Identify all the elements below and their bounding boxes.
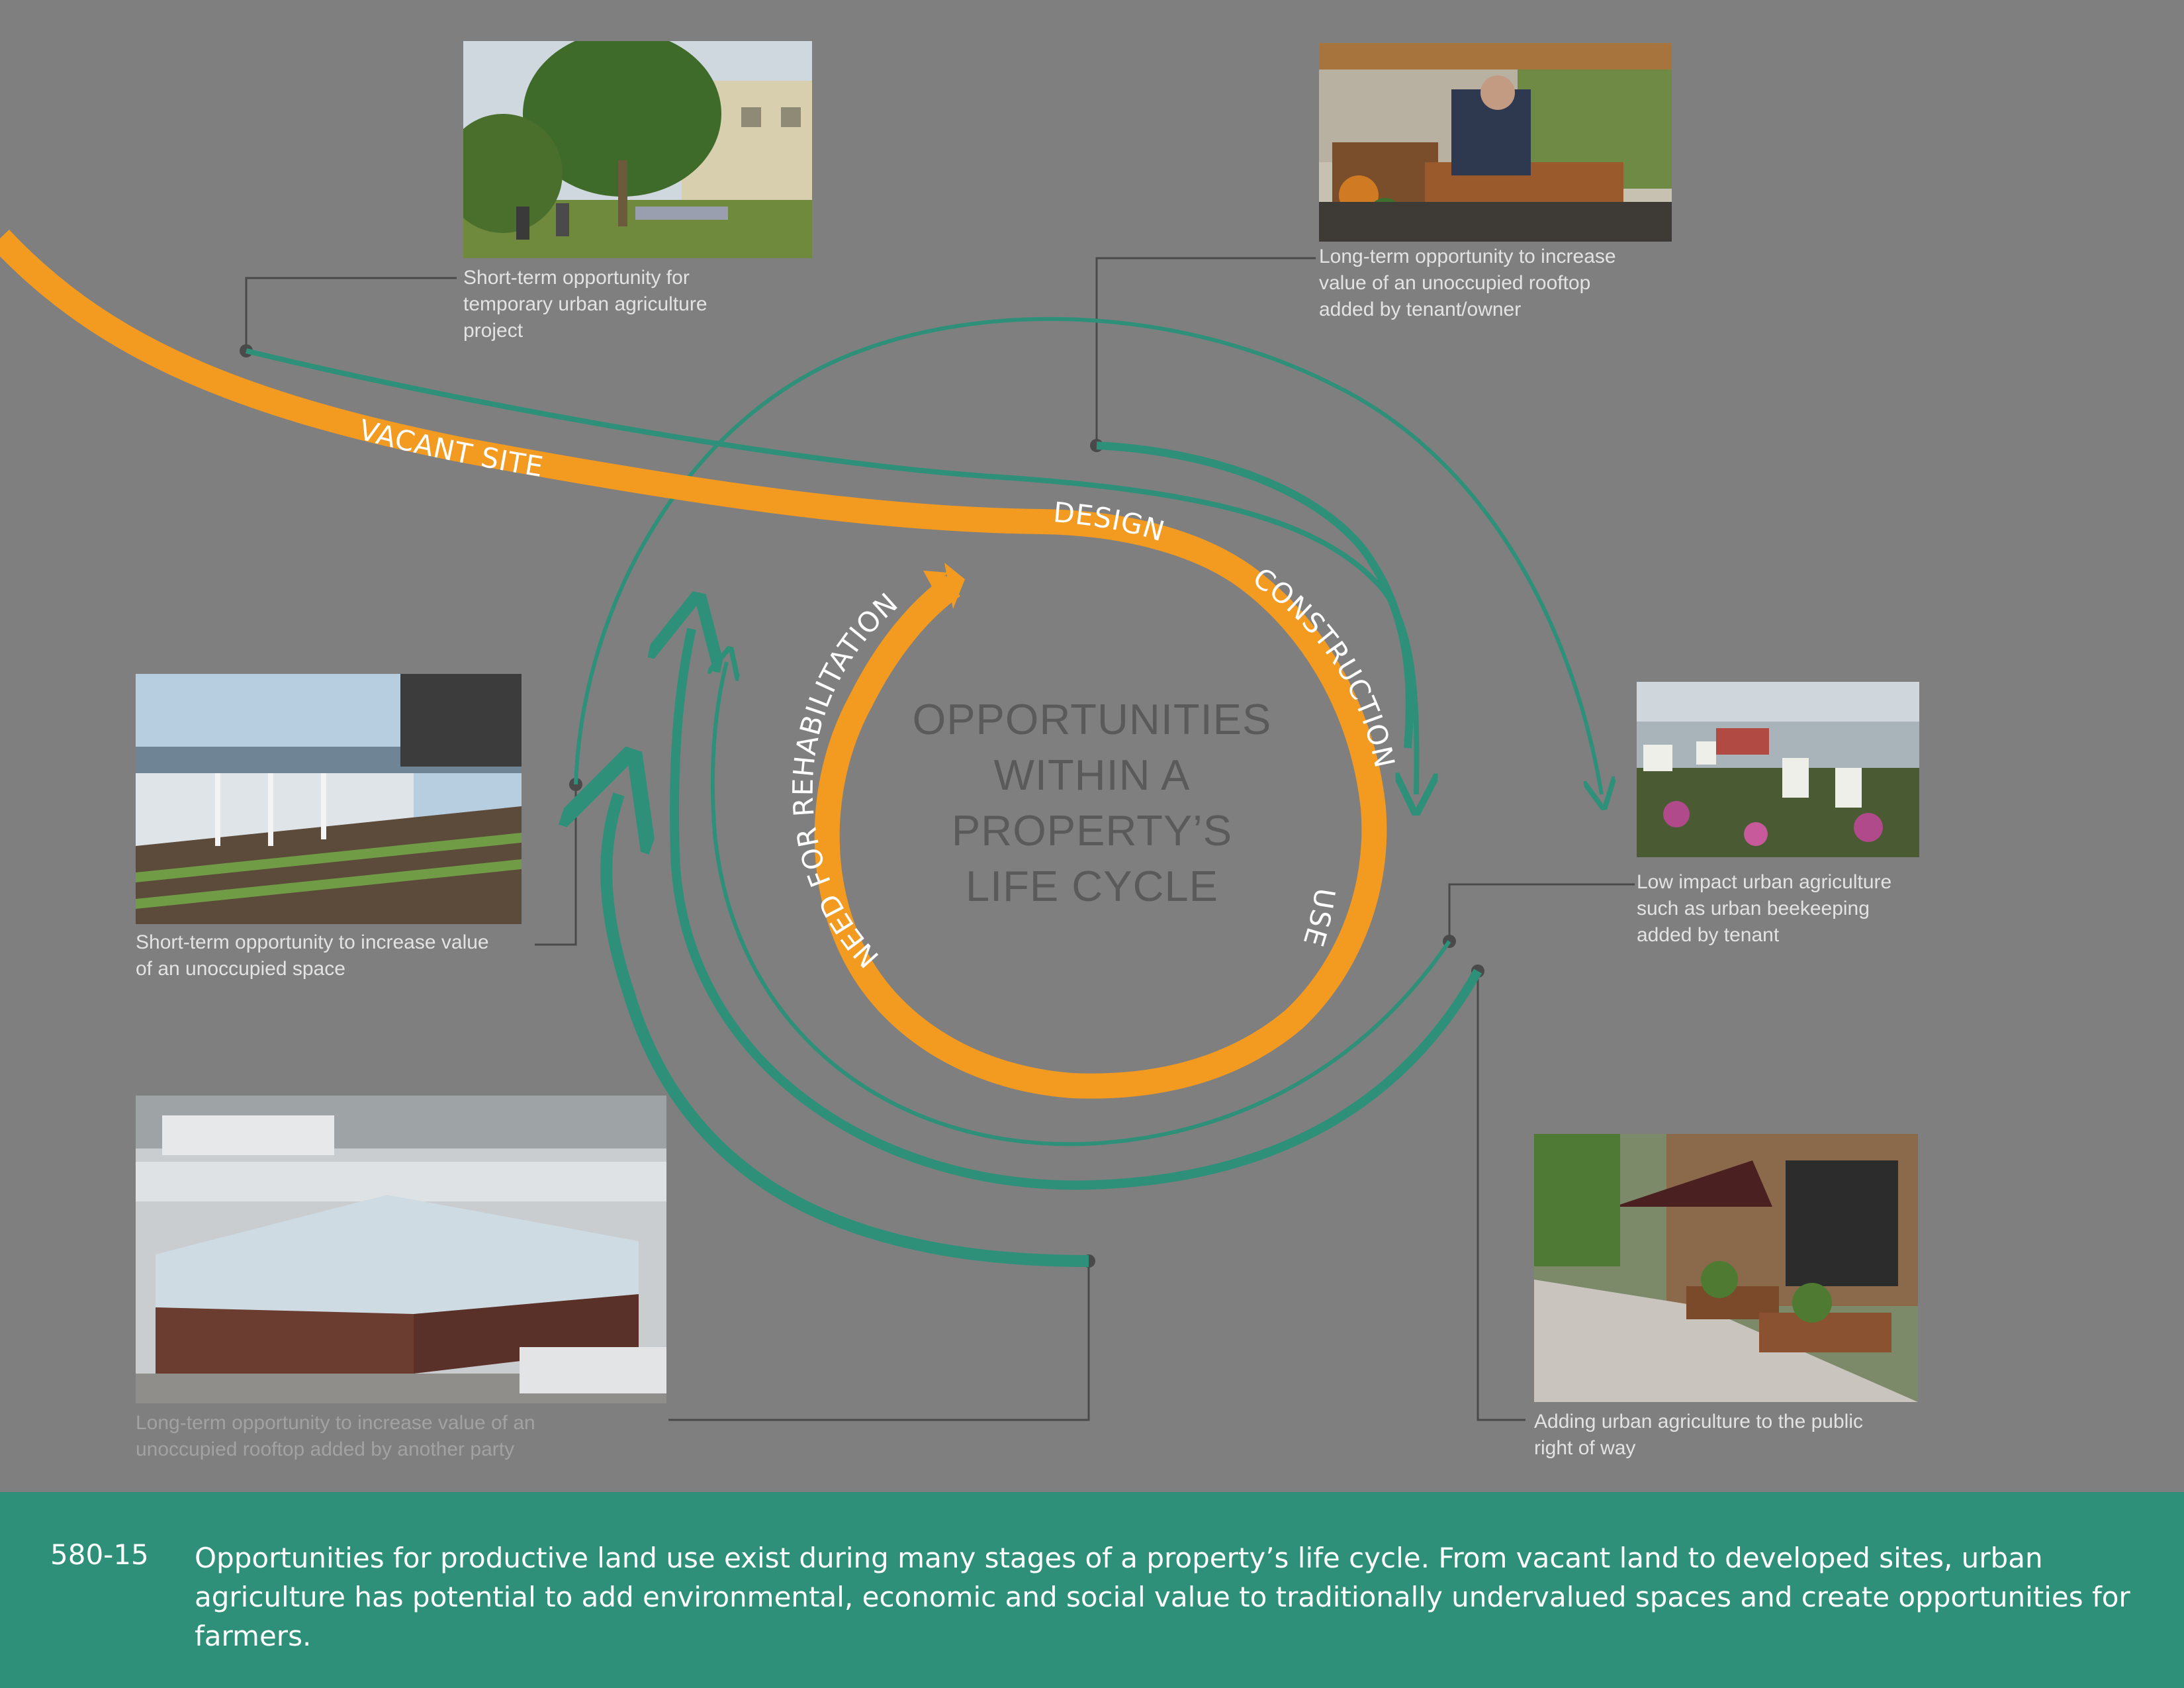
caption-line: Low impact urban agriculture [1637,871,1892,893]
caption-rooftop-party: Long-term opportunity to increase value … [136,1410,535,1463]
caption-line: Long-term opportunity to increase [1319,246,1616,267]
caption-line: value of an unoccupied rooftop [1319,272,1591,294]
caption-line: Short-term opportunity for [463,267,690,289]
orange-life-cycle [0,229,1387,1099]
teal-arc-unoccupied-space [574,316,1602,794]
photo-sidewalk-planters [1534,1134,1918,1402]
caption-line: Adding urban agriculture to the public [1534,1411,1863,1432]
caption-line: Short-term opportunity to increase value [136,931,489,953]
photo-temporary-garden [463,41,812,258]
center-title-line: OPPORTUNITIES [912,695,1272,743]
figure-caption-text: Opportunities for productive land use ex… [195,1542,2130,1652]
photo-beekeeping [1637,682,1919,857]
photo-greenhouse-field [136,674,522,924]
caption-line: right of way [1534,1437,1636,1459]
photo-rooftop-greenhouse [136,1096,666,1403]
orange-arrowhead [944,563,965,609]
caption-public-right-of-way: Adding urban agriculture to the public r… [1534,1409,1863,1462]
center-title-line: PROPERTY’S [951,806,1233,855]
caption-line: added by tenant [1637,924,1780,946]
caption-beekeeping: Low impact urban agriculture such as urb… [1637,869,1891,949]
caption-line: of an unoccupied space [136,958,345,980]
photo-rooftop-gardener [1319,43,1672,242]
teal-arc-beekeeping [713,662,1451,1147]
stage-design: DESIGN [1052,496,1169,547]
caption-line: such as urban beekeeping [1637,898,1870,919]
figure-caption-band: 580-15 Opportunities for productive land… [0,1492,2184,1688]
caption-line: temporary urban agriculture [463,293,707,315]
caption-line: unoccupied rooftop added by another part… [136,1438,515,1460]
caption-line: Long-term opportunity to increase value … [136,1412,535,1434]
caption-line: project [463,320,523,342]
orange-main-path [0,229,1387,1099]
caption-rooftop-tenant: Long-term opportunity to increase value … [1319,244,1616,323]
teal-arc-rooftop-tenant [1096,442,1414,749]
teal-arc-rooftop-party [606,794,1089,1267]
caption-line: added by tenant/owner [1319,299,1522,320]
caption-unoccupied-space: Short-term opportunity to increase value… [136,929,489,982]
center-title-line: LIFE CYCLE [965,862,1219,910]
orange-rehab-arrowhead [921,563,950,589]
stage-use: USE [1297,886,1341,951]
caption-temporary-project: Short-term opportunity for temporary urb… [463,265,707,344]
teal-arc-public-row [674,629,1482,1190]
center-title: OPPORTUNITIES WITHIN A PROPERTY’S LIFE C… [893,692,1291,914]
center-title-line: WITHIN A [993,751,1191,799]
teal-arcs [246,316,1602,1267]
figure-number: 580-15 [50,1538,149,1571]
stage-vacant-site: VACANT SITE [355,413,546,483]
